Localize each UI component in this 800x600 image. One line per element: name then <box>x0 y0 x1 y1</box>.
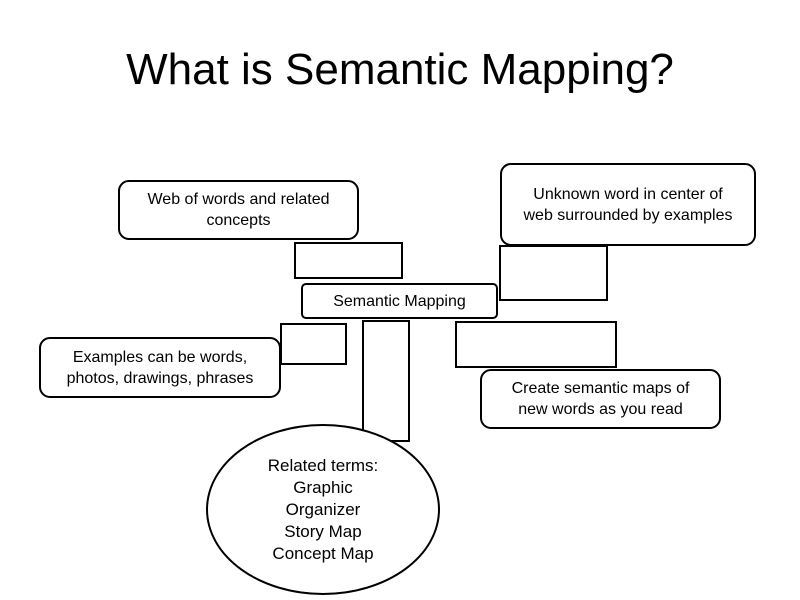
note-unknown-word-text: Unknown word in center of web surrounded… <box>523 185 733 224</box>
related-term-item: Concept Map <box>272 543 374 563</box>
empty-box-bottom <box>362 320 410 442</box>
note-examples-text: Examples can be words, photos, drawings,… <box>66 348 254 387</box>
related-term-item: Story Map <box>284 521 362 541</box>
note-create-maps-text: Create semantic maps of new words as you… <box>511 380 690 418</box>
note-unknown-word: Unknown word in center of web surrounded… <box>500 163 756 246</box>
center-node: Semantic Mapping <box>301 283 498 319</box>
related-term-item: Graphic <box>293 477 353 497</box>
page-title: What is Semantic Mapping? <box>126 45 674 94</box>
empty-box-left <box>280 323 347 365</box>
related-term-item: Organizer <box>285 499 361 519</box>
related-terms-ellipse: Related terms: Graphic Organizer Story M… <box>206 424 440 595</box>
empty-box-top-right <box>499 245 608 301</box>
empty-box-right <box>455 321 617 368</box>
note-web-of-words: Web of words and related concepts <box>118 180 359 240</box>
note-web-of-words-text: Web of words and related concepts <box>147 191 330 229</box>
related-terms-heading: Related terms: <box>267 455 379 475</box>
note-create-maps: Create semantic maps of new words as you… <box>480 369 721 429</box>
related-terms-list: Related terms: Graphic Organizer Story M… <box>268 455 379 565</box>
center-node-label: Semantic Mapping <box>333 292 466 310</box>
empty-box-top <box>294 242 403 279</box>
note-examples: Examples can be words, photos, drawings,… <box>39 337 281 398</box>
